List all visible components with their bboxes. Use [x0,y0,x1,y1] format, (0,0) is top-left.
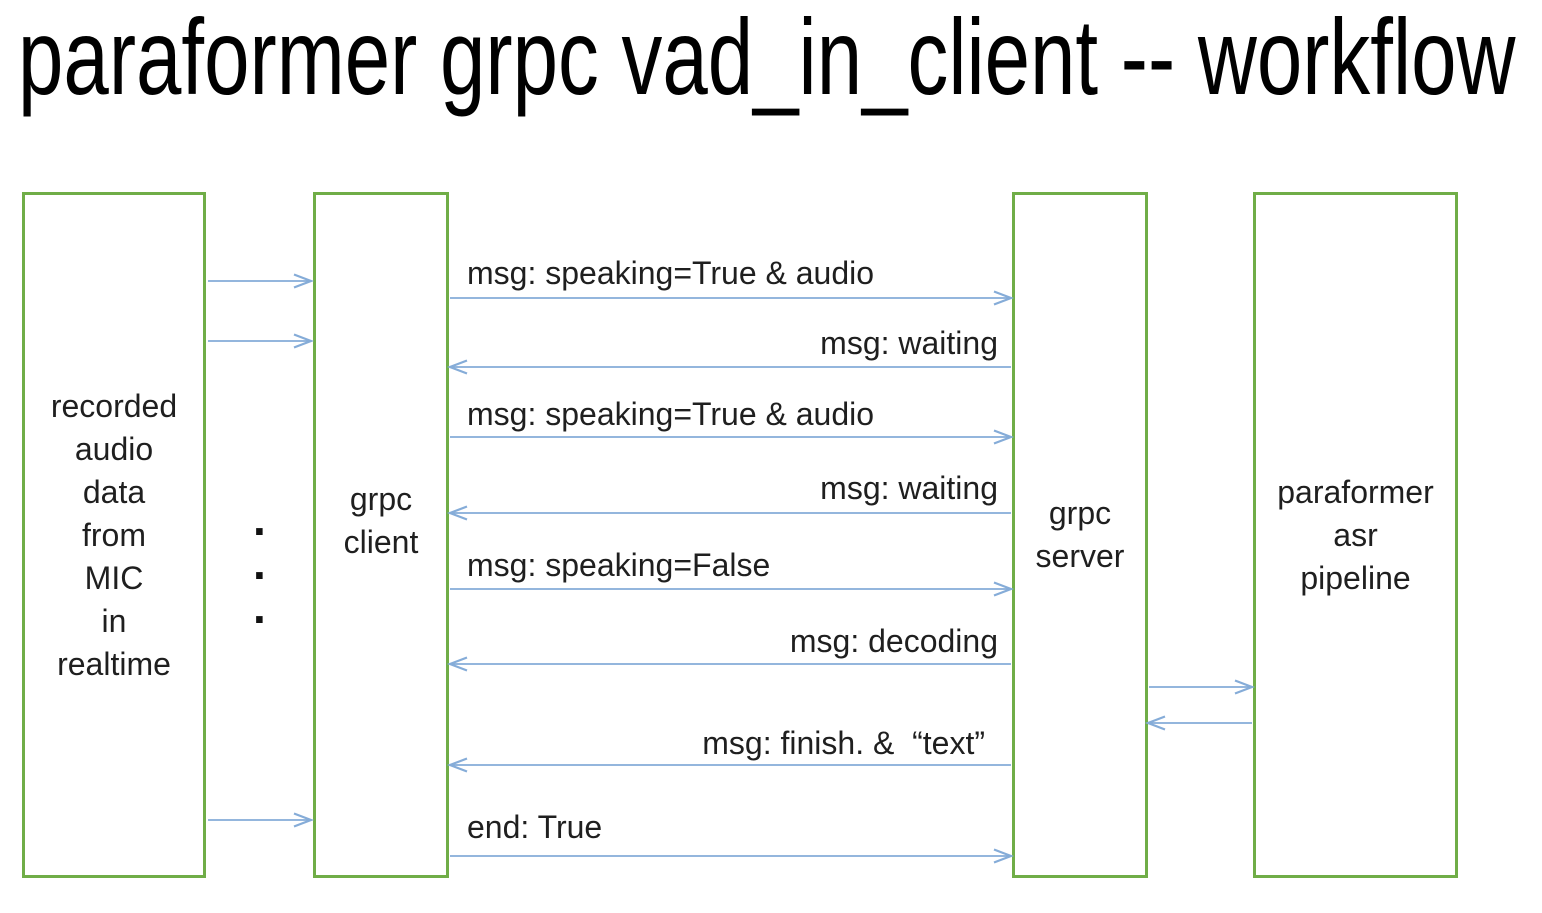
msg-label-speaking-true-audio-1: msg: speaking=True & audio [467,255,875,291]
box-grpc-client: grpc client [313,192,449,878]
msg-label-speaking-true-audio-2: msg: speaking=True & audio [467,396,875,432]
ellipsis-dot: . [253,493,266,545]
box-line: MIC [84,559,144,596]
arrow-server-to-pipeline [1149,679,1256,695]
box-line: asr [1333,516,1378,553]
box-line: data [82,473,146,510]
page-title: paraformer grpc vad_in_client -- workflo… [18,0,1516,117]
msg-label-decoding: msg: decoding [789,623,998,659]
arrow-msg-5-client-to-server [450,581,1015,597]
msg-label-finish-text: msg: finish. & “text” [702,725,985,761]
box-line: server [1035,538,1125,574]
arrow-mic-to-client-2 [208,333,315,349]
msg-label-waiting-2: msg: waiting [820,470,998,506]
box-line: audio [74,430,154,467]
box-line: pipeline [1300,559,1411,596]
msg-label-waiting-1: msg: waiting [820,325,998,361]
arrow-msg-4-server-to-client [446,505,1011,521]
arrow-pipeline-to-server [1144,715,1252,731]
box-line: paraformer [1277,473,1434,510]
box-line: grpc [1048,495,1112,531]
arrow-msg-8-client-to-server [450,848,1015,864]
box-grpc-server: grpc server [1012,192,1148,878]
ellipsis-dot: . [253,537,266,589]
box-line: from [81,516,146,553]
box-grpc-server-label: grpc server [1036,492,1125,578]
box-recorded-audio-mic: recorded audio data from MIC in realtime [22,192,206,878]
arrow-msg-1-client-to-server [450,290,1015,306]
arrow-msg-2-server-to-client [446,359,1011,375]
box-line: in [101,602,127,639]
mic-stream-ellipsis-dots: . . . [253,493,266,633]
box-paraformer-asr-pipeline-label: paraformer asr pipeline [1277,471,1434,600]
msg-label-end-true: end: True [467,809,603,845]
box-line: realtime [57,645,171,682]
arrow-mic-to-client-3 [208,812,315,828]
box-recorded-audio-mic-label: recorded audio data from MIC in realtime [51,385,177,686]
arrow-mic-to-client-1 [208,273,315,289]
box-line: grpc [349,481,413,517]
msg-label-speaking-false: msg: speaking=False [467,547,771,583]
box-line: client [343,524,419,560]
ellipsis-dot: . [253,581,266,633]
box-grpc-client-label: grpc client [344,478,419,564]
box-line: recorded [50,387,178,424]
box-paraformer-asr-pipeline: paraformer asr pipeline [1253,192,1458,878]
